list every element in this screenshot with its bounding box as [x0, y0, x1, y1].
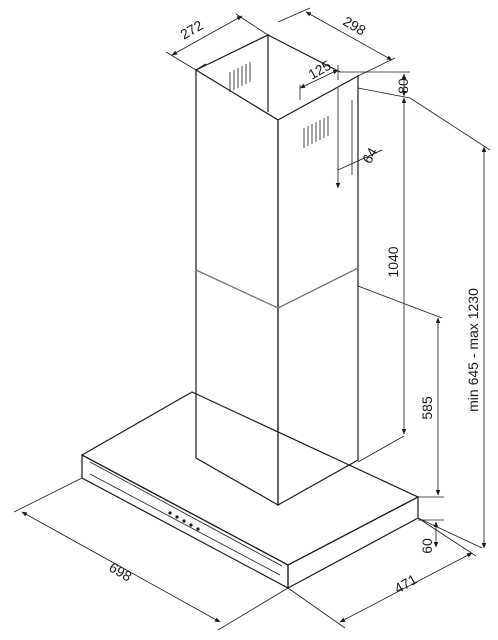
label-total-height: min 645 - max 1230 — [465, 288, 481, 412]
label-outlet-offset: 64 — [359, 145, 381, 167]
chimney — [195, 34, 359, 507]
chimney-top-back-edge — [267, 34, 341, 73]
control-buttons — [168, 511, 200, 531]
vent-grille-left — [229, 62, 251, 92]
chimney-telescopic-seam — [195, 267, 359, 309]
canopy — [80, 391, 420, 590]
canopy-front-bevel — [89, 461, 283, 567]
canopy-side-face — [287, 496, 419, 590]
label-lower-height: 585 — [419, 396, 435, 420]
label-top-offset: 80 — [395, 78, 411, 94]
chimney-top-left-edge — [195, 63, 207, 71]
label-chimney-depth: 298 — [340, 13, 368, 39]
chimney-side-face — [277, 74, 359, 507]
label-canopy-width: 698 — [106, 559, 134, 585]
label-upper-height: 1040 — [385, 246, 401, 277]
chimney-front-face — [195, 68, 279, 507]
chimney-inner-back-edge — [195, 34, 269, 112]
label-outlet-width: 125 — [305, 57, 333, 83]
canopy-top-face — [80, 391, 420, 566]
label-canopy-thickness: 60 — [419, 538, 435, 554]
vent-grille-right — [303, 116, 329, 148]
dimension-lines — [13, 7, 491, 631]
